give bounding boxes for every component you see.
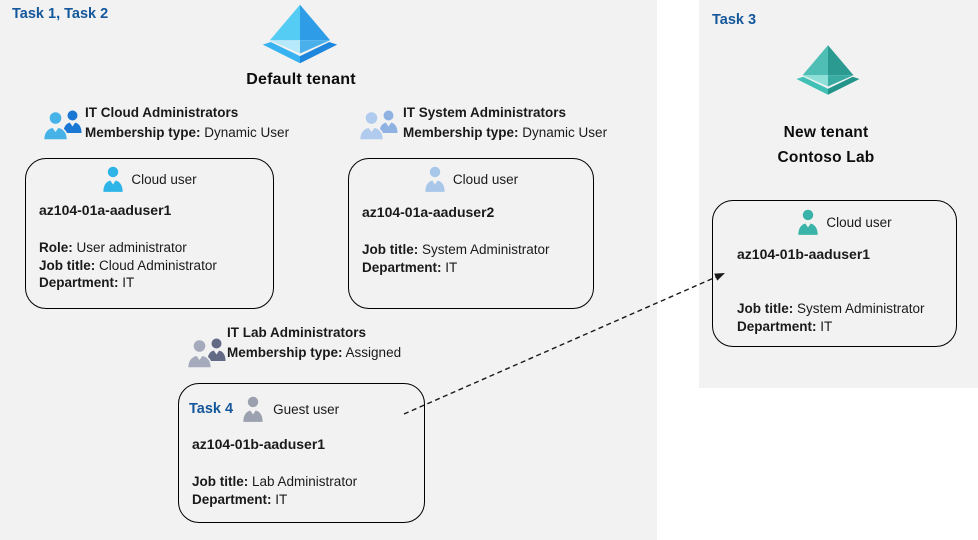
field-department: Department: IT	[737, 318, 833, 334]
username: az104-01a-aaduser2	[362, 204, 495, 220]
user-fields: Job title: Lab Administrator Department:…	[192, 473, 357, 508]
field-job-title: Job title: Cloud Administrator	[39, 257, 217, 273]
task-3-label: Task 3	[712, 12, 757, 28]
user-fields: Job title: System Administrator Departme…	[362, 241, 550, 276]
group-name: IT System Administrators	[403, 105, 567, 120]
new-tenant-icon	[795, 39, 861, 101]
cloud-user-card-aaduser1: Cloud user az104-01a-aaduser1 Role: User…	[25, 158, 274, 309]
username: az104-01b-aaduser1	[192, 436, 326, 452]
user-type-label: Guest user	[273, 401, 340, 417]
user-type-label: Cloud user	[131, 171, 197, 187]
user-fields: Job title: System Administrator Departme…	[737, 300, 925, 335]
group-membership: Membership type: Dynamic User	[403, 125, 608, 140]
username: az104-01a-aaduser1	[39, 202, 172, 218]
azure-ad-tenant-icon	[261, 2, 339, 66]
new-tenant-title-line2: Contoso Lab	[777, 149, 875, 166]
field-department: Department: IT	[362, 259, 458, 275]
group-pale-icon	[358, 108, 400, 140]
field-role: Role: User administrator	[39, 240, 187, 255]
group-name: IT Cloud Administrators	[85, 105, 239, 120]
field-department: Department: IT	[39, 275, 135, 290]
field-job-title: Job title: Lab Administrator	[192, 474, 358, 489]
cloud-user-icon	[424, 166, 446, 192]
card-header: Cloud user	[723, 209, 966, 235]
cloud-user-card-aaduser2: Cloud user az104-01a-aaduser2 Job title:…	[348, 158, 594, 309]
task-1-2-label: Task 1, Task 2	[12, 6, 109, 22]
group-membership: Membership type: Assigned	[227, 345, 402, 360]
default-tenant-region	[0, 0, 657, 540]
group-it-cloud-administrators: IT Cloud Administrators Membership type:…	[85, 105, 289, 140]
new-tenant-cloud-user-card: Cloud user az104-01b-aaduser1 Job title:…	[712, 200, 957, 347]
field-job-title: Job title: System Administrator	[737, 301, 925, 316]
field-department: Department: IT	[192, 491, 288, 507]
group-gray-icon	[186, 336, 228, 368]
card-header: Cloud user	[26, 166, 273, 192]
card-header: Cloud user	[349, 166, 593, 192]
field-job-title: Job title: System Administrator	[362, 242, 550, 257]
task-4-label: Task 4	[189, 401, 234, 417]
group-it-lab-administrators: IT Lab Administrators Membership type: A…	[227, 325, 401, 360]
default-tenant-title: Default tenant	[246, 71, 356, 88]
cloud-user-icon	[797, 209, 819, 235]
new-tenant-title-line1: New tenant	[783, 124, 869, 141]
user-type-label: Cloud user	[826, 214, 892, 230]
group-it-system-administrators: IT System Administrators Membership type…	[403, 105, 607, 140]
cloud-user-icon	[102, 166, 124, 192]
group-membership: Membership type: Dynamic User	[85, 125, 290, 140]
card-header: Task 4 Guest user	[179, 396, 424, 422]
group-blue-icon	[42, 108, 84, 140]
user-fields: Role: User administrator Job title: Clou…	[39, 239, 217, 292]
group-name: IT Lab Administrators	[227, 325, 367, 340]
user-type-label: Cloud user	[452, 171, 519, 187]
guest-user-card: Task 4 Guest user az104-01b-aaduser1 Job…	[178, 383, 425, 523]
username: az104-01b-aaduser1	[737, 246, 871, 262]
guest-user-icon	[242, 396, 264, 422]
